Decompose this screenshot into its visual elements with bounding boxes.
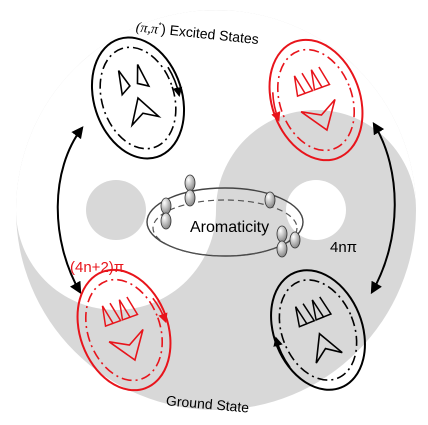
four-n-plus-two-pi-label: (4n+2)π xyxy=(70,259,124,276)
yang-dot xyxy=(286,180,346,240)
yin-yang-icon xyxy=(16,10,416,410)
sad-face-icon xyxy=(270,269,366,391)
ground-state-label: Ground State xyxy=(165,392,250,415)
transition-arrows xyxy=(56,121,396,295)
happy-face-icon xyxy=(268,38,364,162)
four-n-pi-label: 4nπ xyxy=(330,239,357,256)
p-orbital-lobes xyxy=(160,174,301,258)
right-transition-arrow xyxy=(370,121,396,295)
p-orbital-ring-icon xyxy=(146,174,304,258)
aromaticity-label: Aromaticity xyxy=(190,219,269,236)
yin-dot xyxy=(86,180,146,240)
sad-face-icon xyxy=(90,36,186,160)
left-transition-arrow xyxy=(56,126,84,295)
